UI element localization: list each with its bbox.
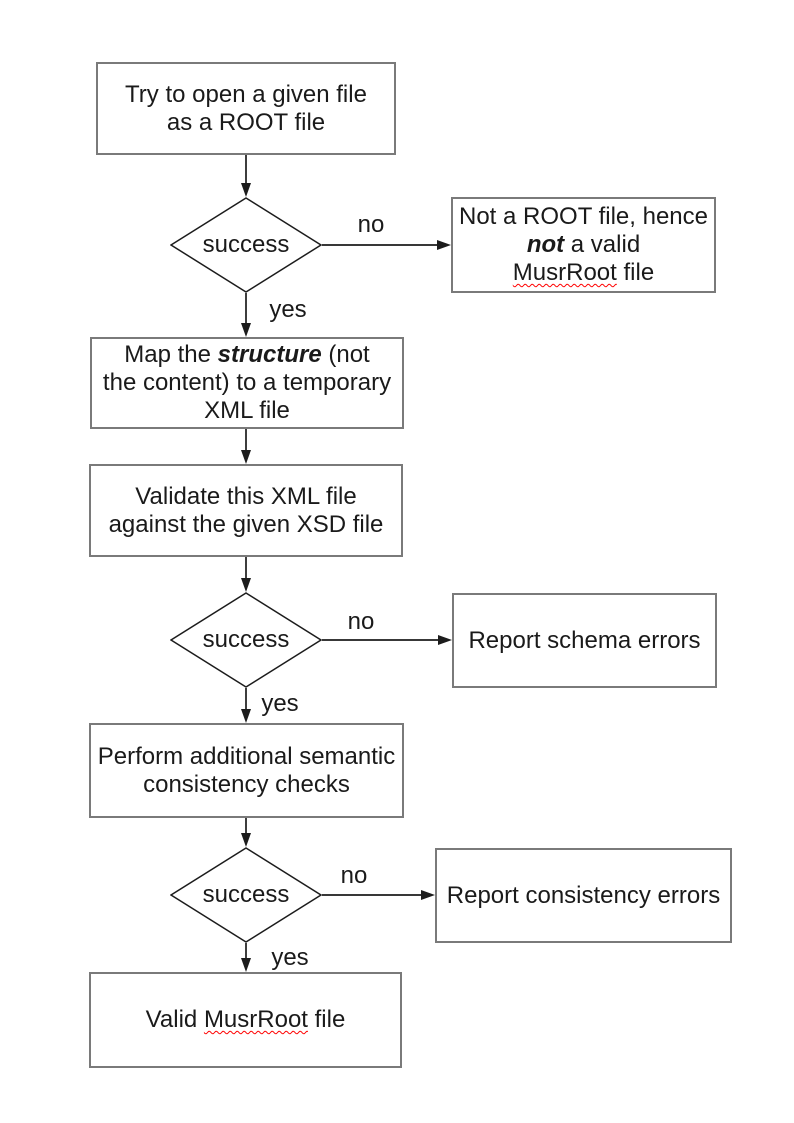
node-map-structure: Map the structure (not the content) to a… <box>90 337 404 429</box>
node-not-root-file-line2-rest: a valid <box>564 231 641 258</box>
node-valid-file-pre: Valid <box>145 1006 204 1033</box>
node-not-root-file-line3-rest: file <box>616 259 655 286</box>
node-map-structure-line1-post: (not <box>321 341 370 368</box>
node-semantic-checks-line1: Perform additional semantic <box>97 742 396 770</box>
edge-label-no-3: no <box>340 862 368 889</box>
edge-label-yes-2: yes <box>261 690 299 717</box>
node-validate-xml-line1: Validate this XML file <box>135 482 357 510</box>
node-semantic-checks: Perform additional semantic consistency … <box>89 723 404 818</box>
node-map-structure-line1: Map the structure (not <box>124 341 369 369</box>
arrow-validate-to-decision2 <box>241 557 251 592</box>
arrow-decision2-yes-to-semantic-checks <box>241 688 251 723</box>
not-emphasis: not <box>526 231 565 258</box>
diamond-shape <box>170 592 322 688</box>
node-map-structure-line3: XML file <box>204 397 290 424</box>
arrow-decision1-yes-to-map-structure <box>241 293 251 337</box>
node-open-file: Try to open a given file as a ROOT file <box>96 62 396 155</box>
arrow-decision2-no-to-schema-errors <box>322 635 452 645</box>
node-open-file-line2: as a ROOT file <box>166 108 326 136</box>
diamond-shape <box>170 847 322 943</box>
diamond-shape <box>170 197 322 293</box>
decision-consistency-success: success <box>170 847 322 943</box>
node-report-consistency-errors: Report consistency errors <box>435 848 732 943</box>
node-open-file-line1: Try to open a given file <box>125 80 367 108</box>
structure-emphasis: structure <box>217 341 322 368</box>
node-report-schema-errors: Report schema errors <box>452 593 717 688</box>
node-valid-file: Valid MusrRoot file <box>89 972 402 1068</box>
decision-validate-success-label: success <box>202 626 290 653</box>
decision-validate-success: success <box>170 592 322 688</box>
arrow-decision3-no-to-consistency-errors <box>322 890 435 900</box>
node-semantic-checks-line2: consistency checks <box>143 770 350 798</box>
musrroot-spellcheck-word: MusrRoot <box>512 259 617 286</box>
decision-consistency-success-label: success <box>202 881 290 908</box>
edge-label-no-1: no <box>357 211 385 238</box>
node-not-root-file-line3: MusrRoot file <box>513 259 654 287</box>
decision-open-success-label: success <box>202 231 290 258</box>
node-not-root-file-line2: not a valid <box>527 231 640 259</box>
node-map-structure-line1-pre: Map the <box>124 341 218 368</box>
edge-label-no-2: no <box>347 608 375 635</box>
node-validate-xml: Validate this XML file against the given… <box>89 464 403 557</box>
node-report-consistency-errors-label: Report consistency errors <box>446 881 721 909</box>
node-not-root-file-line1: Not a ROOT file, hence <box>459 203 708 230</box>
musrroot-spellcheck-word: MusrRoot <box>203 1006 308 1033</box>
arrow-semantic-checks-to-decision3 <box>241 818 251 847</box>
arrow-decision1-no-to-not-root <box>322 240 451 250</box>
arrow-map-structure-to-validate <box>241 429 251 464</box>
node-valid-file-label: Valid MusrRoot file <box>146 1006 346 1034</box>
arrow-decision3-yes-to-valid-file <box>241 943 251 972</box>
edge-label-yes-3: yes <box>271 944 309 971</box>
node-not-root-file: Not a ROOT file, hence not a valid MusrR… <box>451 197 716 293</box>
arrow-open-file-to-decision1 <box>241 155 251 197</box>
node-report-schema-errors-label: Report schema errors <box>468 626 701 654</box>
node-map-structure-line2: the content) to a temporary <box>102 369 392 396</box>
node-validate-xml-line2: against the given XSD file <box>108 510 384 538</box>
edge-label-yes-1: yes <box>269 296 307 323</box>
decision-open-success: success <box>170 197 322 293</box>
node-valid-file-rest: file <box>307 1006 346 1033</box>
